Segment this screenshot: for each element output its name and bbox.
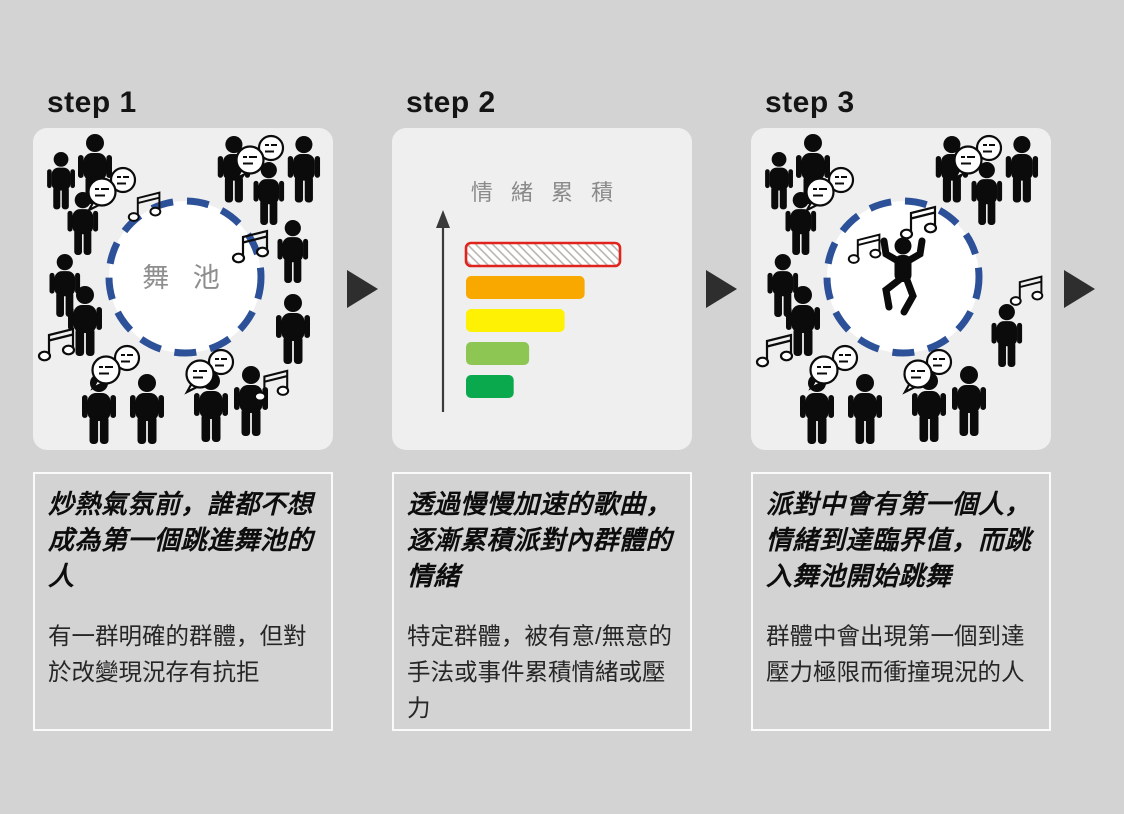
- step3-column: step 3: [751, 0, 1051, 814]
- step1-description: 有一群明確的群體，但對於改變現況存有抗拒: [48, 623, 307, 685]
- step2-headline: 透過慢慢加速的歌曲，逐漸累積派對內群體的情緒: [407, 489, 673, 591]
- arrow-step3-next-icon: [1064, 270, 1095, 308]
- person-icon: [991, 304, 1023, 367]
- step3-illustration-panel: [751, 128, 1051, 450]
- person-icon: [767, 254, 799, 317]
- person-icon: [277, 220, 309, 283]
- emotion-bar-threshold: [464, 241, 622, 268]
- step1-label: step 1: [47, 86, 137, 119]
- emotion-bar-level-2: [466, 342, 530, 365]
- person-icon: [848, 374, 882, 444]
- step1-illustration-panel: 舞 池: [33, 128, 333, 450]
- step3-description: 群體中會出現第一個到達壓力極限而衝撞現況的人: [766, 623, 1025, 685]
- step2-label: step 2: [406, 86, 496, 119]
- person-icon: [49, 254, 81, 317]
- person-icon: [765, 152, 793, 210]
- chart-title: 情 緒 累 積: [471, 180, 619, 205]
- emotion-bar-chart: 情 緒 累 積: [436, 180, 622, 412]
- dance-floor-label: 舞 池: [142, 263, 228, 293]
- music-note-icon: [755, 333, 794, 368]
- person-icon: [47, 152, 75, 210]
- crowd-around-dance-floor-illustration: 舞 池: [37, 134, 321, 444]
- bar-group: [464, 241, 622, 398]
- emotion-bar-level-3: [466, 309, 565, 332]
- person-icon: [952, 366, 986, 436]
- step2-column: step 2 情 緒 累 積 透過慢慢加速的歌曲，逐漸累積派對內群體的情緒 特定…: [392, 0, 692, 814]
- music-note-icon: [1009, 275, 1044, 306]
- person-icon: [1005, 136, 1039, 203]
- step2-textbox: 透過慢慢加速的歌曲，逐漸累積派對內群體的情緒 特定群體，被有意/無意的手法或事件…: [392, 472, 692, 731]
- step2-illustration-panel: 情 緒 累 積: [392, 128, 692, 450]
- step3-textbox: 派對中會有第一個人，情緒到達臨界值，而跳入舞池開始跳舞 群體中會出現第一個到達壓…: [751, 472, 1051, 731]
- emotion-bar-level-1: [466, 375, 514, 398]
- step2-description: 特定群體，被有意/無意的手法或事件累積情緒或壓力: [407, 623, 673, 721]
- step3-headline: 派對中會有第一個人，情緒到達臨界值，而跳入舞池開始跳舞: [766, 489, 1032, 591]
- step1-textbox: 炒熱氣氛前，誰都不想成為第一個跳進舞池的人 有一群明確的群體，但對於改變現況存有…: [33, 472, 333, 731]
- step3-label: step 3: [765, 86, 855, 119]
- person-icon: [276, 294, 310, 364]
- speech-bubbles-icon: [809, 344, 859, 390]
- person-icon: [287, 136, 321, 203]
- emotion-bar-level-4: [466, 276, 585, 299]
- arrow-step1-to-step2-icon: [347, 270, 378, 308]
- speech-bubbles-icon: [91, 344, 141, 390]
- person-icon: [130, 374, 164, 444]
- music-note-icon: [37, 327, 76, 362]
- first-dancer-illustration: [755, 134, 1044, 444]
- dance-floor-circle: [105, 197, 265, 357]
- arrow-step2-to-step3-icon: [706, 270, 737, 308]
- step1-headline: 炒熱氣氛前，誰都不想成為第一個跳進舞池的人: [48, 489, 314, 591]
- step1-column: step 1 舞 池: [33, 0, 333, 814]
- y-axis-arrow-head: [436, 210, 450, 228]
